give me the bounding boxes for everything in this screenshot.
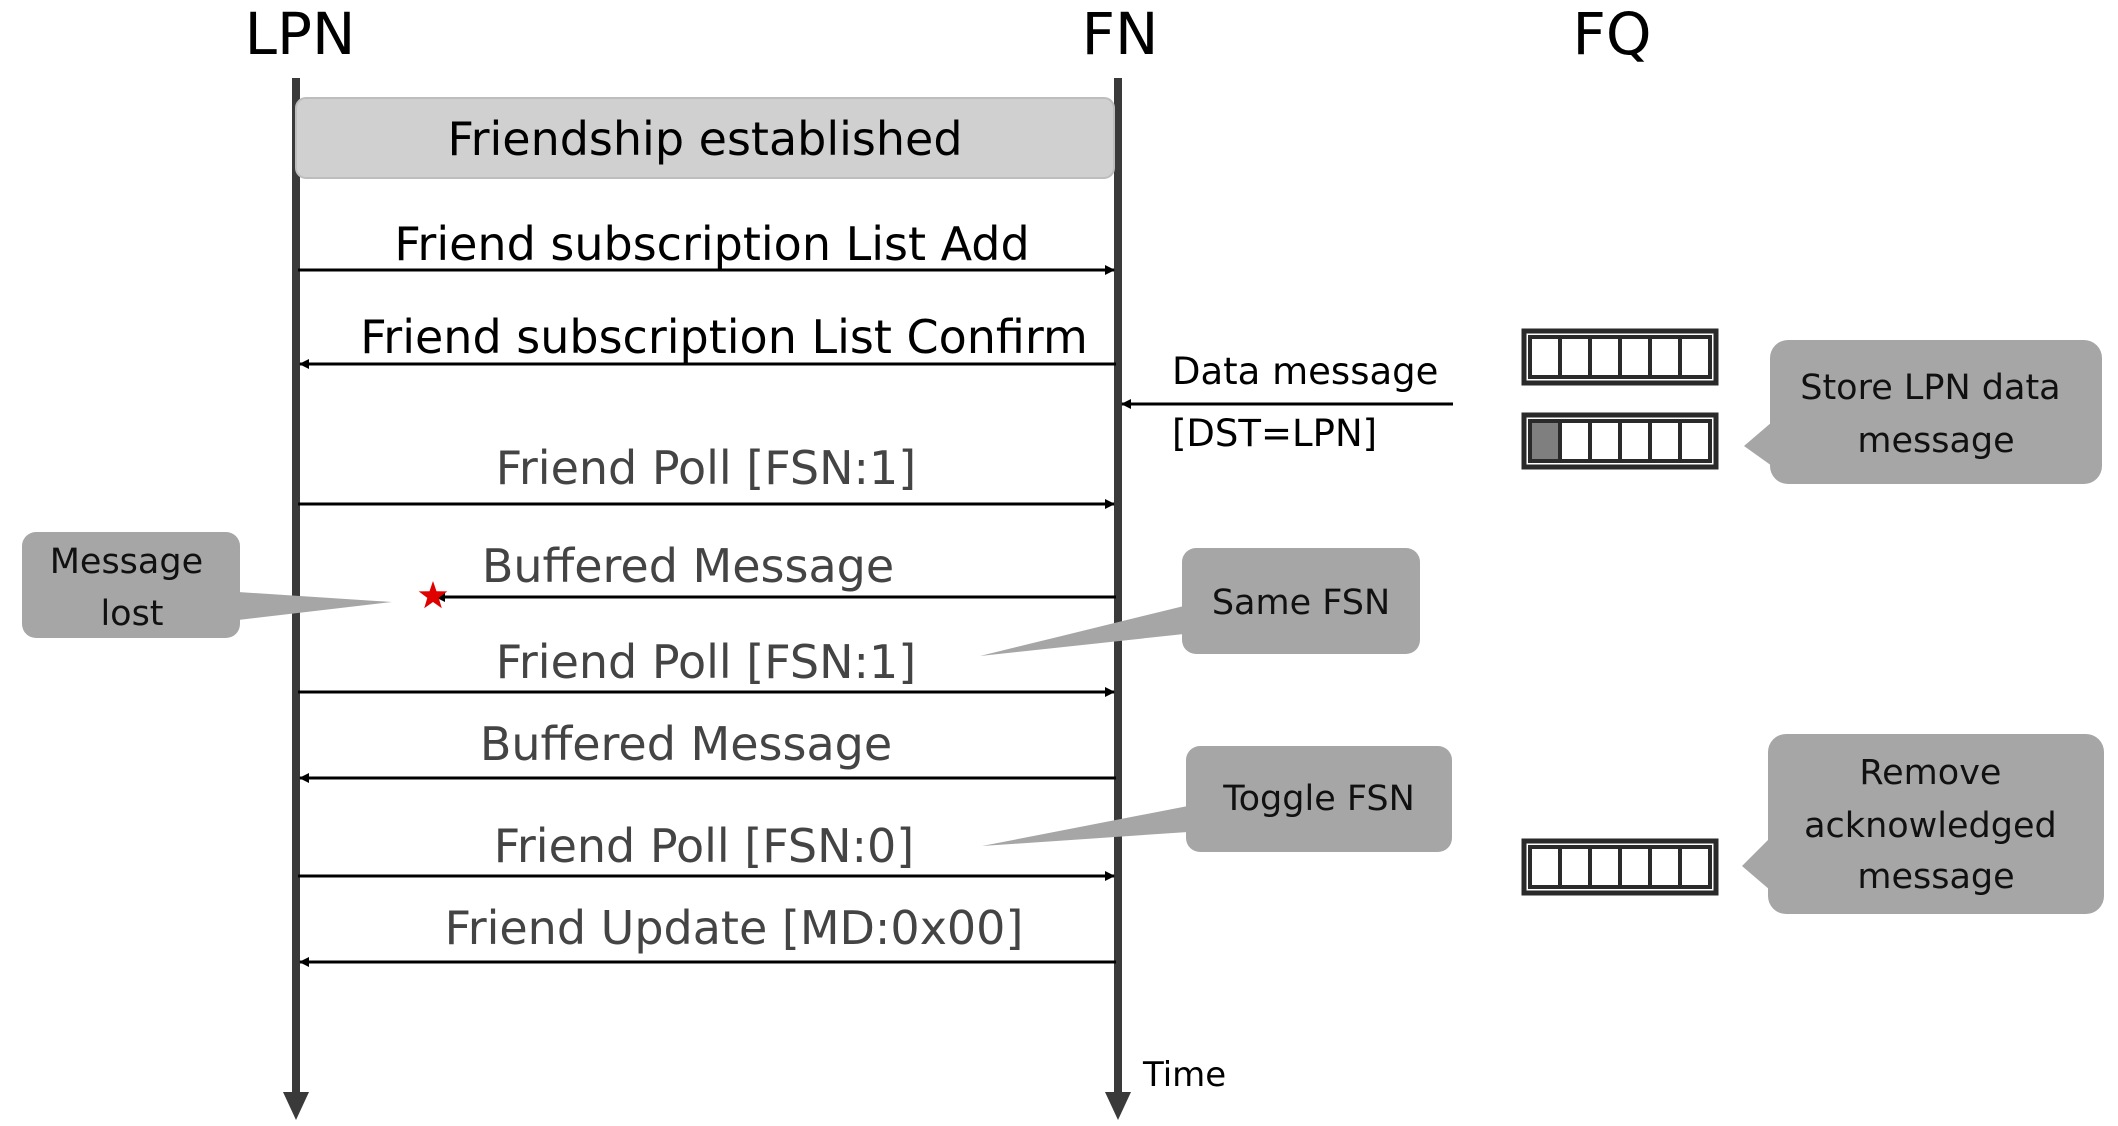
message-label-poll-1: Friend Poll [FSN:1] [496,441,916,495]
participant-fn: FN [1082,0,1159,68]
callout-toggle-fsn: Toggle FSN [982,746,1452,852]
lost-star-icon [418,581,448,609]
time-label: Time [1142,1055,1226,1095]
friend-queue-1 [1521,328,1719,386]
queue-cell [1588,419,1622,463]
callout-message-lost-line2: lost [100,594,163,634]
queue-cell [1588,845,1622,889]
queue-cell [1648,335,1682,379]
message-label-poll-3: Friend Poll [FSN:0] [494,819,914,873]
incoming-dst-label: [DST=LPN] [1172,412,1377,455]
queue-cell [1528,335,1562,379]
callout-remove-line1: Remove [1859,753,2001,793]
participant-fq: FQ [1572,0,1651,68]
svg-text:Message lost: Message lost [50,542,215,634]
message-label-list-add: Friend subscription List Add [394,217,1029,271]
queue-cell [1588,335,1622,379]
queue-cell [1648,419,1682,463]
lifeline-fn [1105,78,1131,1120]
queue-cell [1558,335,1592,379]
queue-cell [1648,845,1682,889]
queue-cell [1678,845,1712,889]
queue-cell [1678,419,1712,463]
friendship-banner [295,97,1115,179]
callout-remove-line3: message [1857,857,2014,897]
lifeline-lpn [283,78,309,1120]
friendship-banner-label: Friendship established [447,112,962,166]
queue-cell [1528,845,1562,889]
participant-lpn: LPN [245,0,356,68]
queue-cell [1558,845,1592,889]
callout-same-fsn: Same FSN [980,548,1420,656]
queue-cell [1528,419,1562,463]
svg-text:Remove acknowledged: Remove acknowledged message [1804,753,2068,897]
queue-cell [1618,419,1652,463]
queue-cell [1678,335,1712,379]
callout-store-line1: Store LPN data [1800,368,2060,408]
message-label-buffered: Buffered Message [480,717,892,771]
message-label-list-confirm: Friend subscription List Confirm [360,310,1088,364]
callout-toggle-fsn-text: Toggle FSN [1222,779,1415,819]
callout-store: Store LPN data message [1744,340,2102,484]
callout-same-fsn-text: Same FSN [1212,583,1390,623]
message-label-friend-update: Friend Update [MD:0x00] [445,901,1024,955]
svg-text:Store LPN data message: Store LPN data message [1800,368,2072,461]
friend-queue-3 [1521,838,1719,896]
friend-queue-2 [1521,412,1719,470]
callout-message-lost-line1: Message [50,542,203,582]
incoming-data-label: Data message [1172,350,1438,393]
message-label-buffered-lost: Buffered Message [482,539,894,593]
queue-cell [1618,335,1652,379]
callout-remove: Remove acknowledged message [1742,734,2104,914]
callout-store-line2: message [1857,421,2014,461]
callout-message-lost: Message lost [22,532,392,638]
queue-cell [1558,419,1592,463]
queue-cell [1618,845,1652,889]
callout-remove-line2: acknowledged [1804,806,2057,846]
message-label-poll-2: Friend Poll [FSN:1] [496,635,916,689]
